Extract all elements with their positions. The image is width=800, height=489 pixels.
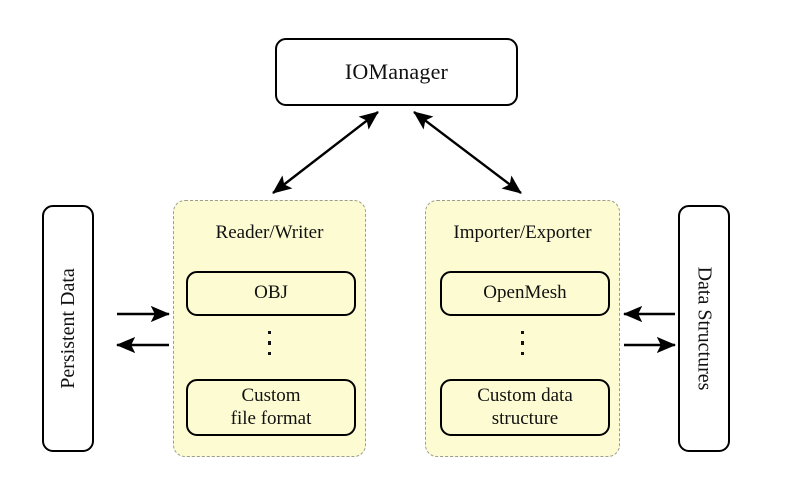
ellipsis-dot	[520, 351, 525, 356]
ellipsis-dot	[267, 331, 272, 335]
entry-openmesh[interactable]: OpenMesh	[440, 271, 610, 316]
arrow-iomanager-reader-writer	[272, 111, 379, 194]
group-title-importer-exporter: Importer/Exporter	[453, 222, 592, 243]
iomanager-node[interactable]: IOManager	[275, 38, 518, 106]
entry-custom-data-structure[interactable]: Custom data structure	[440, 379, 610, 436]
persistent-data-node[interactable]: Persistent Data	[42, 205, 94, 452]
ellipsis-dot	[520, 331, 525, 335]
ellipsis-dot	[267, 351, 272, 356]
group-title-reader-writer: Reader/Writer	[215, 222, 324, 243]
entry-obj-label: OBJ	[254, 282, 288, 304]
data-structures-node[interactable]: Data Structures	[678, 205, 730, 452]
data-structures-label: Data Structures	[693, 266, 716, 391]
entry-obj[interactable]: OBJ	[186, 271, 356, 316]
persistent-data-label: Persistent Data	[56, 268, 79, 389]
iomanager-label: IOManager	[344, 59, 449, 84]
entry-line-2: file format	[230, 407, 312, 429]
entry-openmesh-label: OpenMesh	[483, 282, 567, 304]
group-panel-reader-writer[interactable]: Reader/Writer OBJ Custom file format	[173, 200, 366, 457]
arrow-iomanager-importer-exporter	[413, 111, 522, 194]
ellipsis-dot	[520, 341, 525, 345]
group-panel-importer-exporter[interactable]: Importer/Exporter OpenMesh Custom data s…	[425, 200, 620, 457]
entry-line-1: Custom data	[477, 385, 573, 407]
entry-custom-file-format[interactable]: Custom file format	[186, 379, 356, 436]
ellipsis-dot	[267, 341, 272, 345]
entry-line-2: structure	[491, 407, 559, 429]
entry-line-1: Custom	[241, 385, 301, 407]
ellipsis-reader-writer	[174, 331, 365, 356]
ellipsis-importer-exporter	[426, 331, 619, 356]
entry-custom-data-structure-label: Custom data structure	[477, 385, 573, 430]
entry-custom-file-format-label: Custom file format	[231, 385, 312, 430]
